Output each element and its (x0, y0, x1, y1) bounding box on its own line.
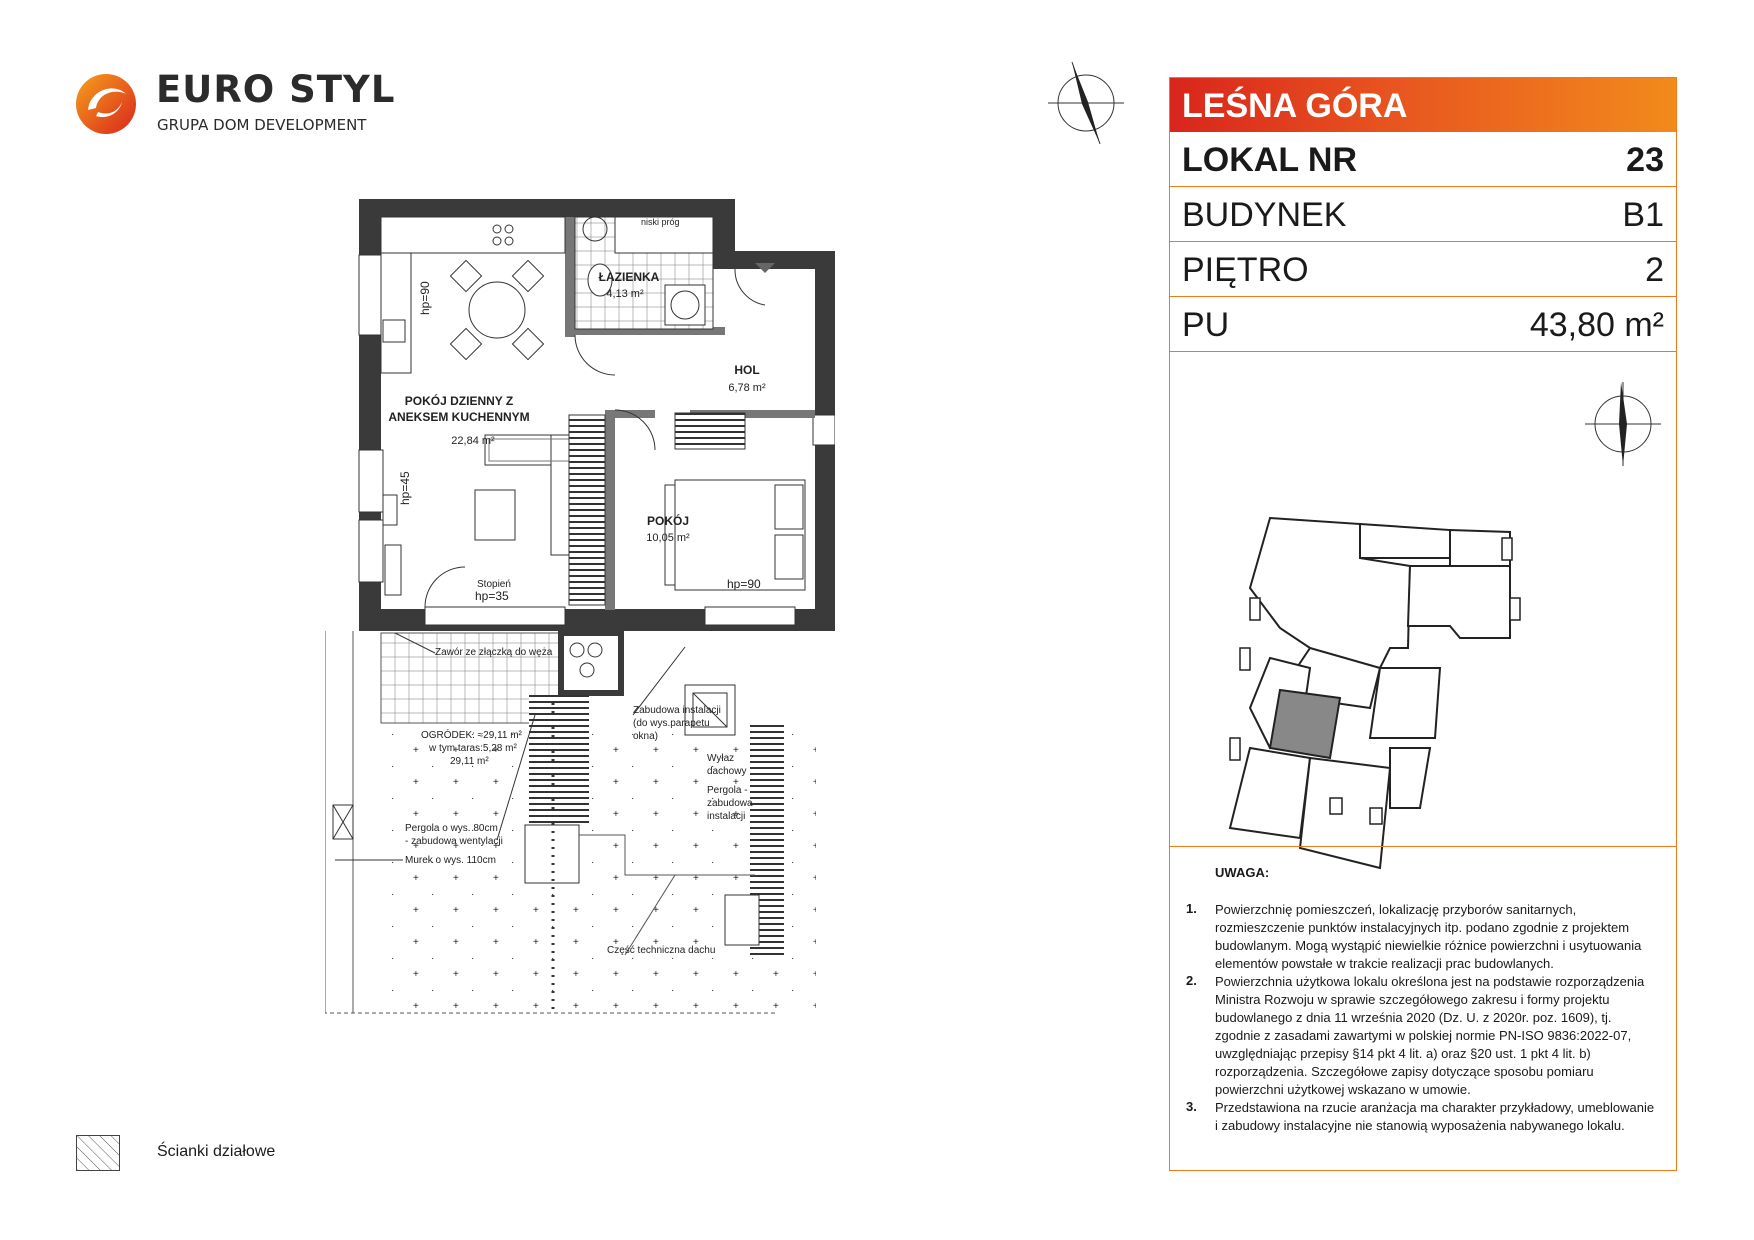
note-text: Powierzchnia użytkowa lokalu określona j… (1215, 974, 1645, 1097)
enclosure-label-3: okna) (633, 731, 658, 742)
brand-subtitle: GRUPA DOM DEVELOPMENT (157, 116, 367, 134)
investment-title: LEŚNA GÓRA (1170, 78, 1676, 132)
window-height-room: hp=90 (727, 577, 761, 591)
garden-label-3: 29,11 m² (450, 756, 489, 767)
pergola-right-label-2: zabudowa (707, 798, 753, 809)
window-height-left: hp=90 (418, 281, 432, 315)
brand-logo: EURO STYL GRUPA DOM DEVELOPMENT (74, 68, 394, 142)
pergola-left-label-2: - zabudowa wentylacji (405, 836, 503, 847)
valve-label: Zawór ze złączką do węża (435, 647, 553, 658)
brand-name: EURO STYL (156, 68, 396, 111)
floor-plan-drawing: + · (295, 199, 836, 1014)
low-threshold-label: niski próg (641, 217, 680, 227)
garden-label-2: w tym taras:5,28 m² (428, 743, 517, 754)
notes-section: UWAGA: 1. Powierzchnię pomieszczeń, loka… (1170, 846, 1676, 1133)
info-value: 2 (1645, 251, 1664, 289)
roof-exit-label-1: Wyłaz (707, 753, 734, 764)
window-height-35: hp=35 (475, 589, 509, 603)
living-room-area: 22,84 m² (451, 435, 495, 447)
info-label: PIĘTRO (1182, 251, 1309, 289)
info-row-unit: LOKAL NR 23 (1170, 132, 1676, 187)
info-value: 43,80 m² (1529, 306, 1664, 344)
partition-wall-legend-label: Ścianki działowe (157, 1143, 276, 1160)
note-text: Powierzchnię pomieszczeń, lokalizację pr… (1215, 902, 1642, 971)
info-row-area: PU 43,80 m² (1170, 297, 1676, 352)
hall-name: HOL (734, 363, 759, 377)
partition-wall-legend-swatch (76, 1135, 120, 1171)
info-label: BUDYNEK (1182, 196, 1347, 234)
living-room-name-2: ANEKSEM KUCHENNYM (388, 410, 529, 424)
bathroom-name: ŁAZIENKA (599, 270, 660, 284)
note-number: 1. (1186, 901, 1197, 916)
enclosure-label-2: (do wys.parapetu (633, 718, 710, 729)
note-number: 3. (1186, 1099, 1197, 1114)
north-arrow-icon (1585, 382, 1661, 466)
info-label: LOKAL NR (1182, 141, 1358, 179)
info-row-building: BUDYNEK B1 (1170, 187, 1676, 242)
info-label: PU (1182, 306, 1230, 344)
enclosure-label-1: Zabudowa instalacji (633, 705, 721, 716)
north-arrow-icon (1048, 61, 1124, 145)
brand-logo-icon (76, 74, 136, 134)
technical-roof-label: Część techniczna dachu (607, 945, 715, 956)
roof-exit-label-2: dachowy (707, 766, 746, 777)
info-row-floor: PIĘTRO 2 (1170, 242, 1676, 297)
floor-plan: + · (295, 195, 836, 1040)
info-value: B1 (1622, 196, 1664, 234)
garden-label-1: OGRÓDEK: ≈29,11 m² (421, 728, 523, 741)
bedroom-name: POKÓJ (647, 513, 689, 528)
pergola-right-label-3: instalacji (707, 811, 745, 822)
bedroom-area: 10,05 m² (646, 532, 690, 544)
note-text: Przedstawiona na rzucie aranżacja ma cha… (1215, 1100, 1655, 1133)
apartment-info-panel: LEŚNA GÓRA LOKAL NR 23 BUDYNEK B1 PIĘTRO… (1169, 77, 1677, 1171)
notes-title: UWAGA: (1215, 865, 1270, 880)
info-value: 23 (1626, 141, 1664, 179)
step-label: Stopień (477, 579, 511, 590)
pergola-right-label-1: Pergola - (707, 785, 748, 796)
wall-height-label: Murek o wys. 110cm (405, 855, 496, 866)
pergola-left-label-1: Pergola o wys. 80cm (405, 823, 498, 834)
building-key-plan (1228, 516, 1521, 870)
bathroom-area: 4,13 m² (606, 288, 644, 300)
window-height-45: hp=45 (398, 471, 412, 505)
hall-area: 6,78 m² (728, 382, 766, 394)
living-room-name-1: POKÓJ DZIENNY Z (405, 393, 513, 408)
note-number: 2. (1186, 973, 1197, 988)
